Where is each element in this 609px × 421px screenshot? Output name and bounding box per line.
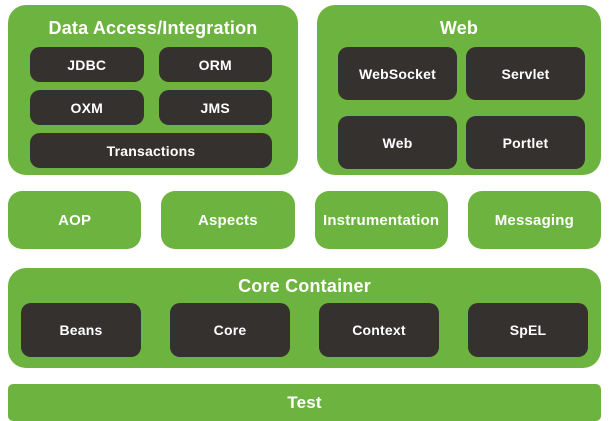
module-messaging: Messaging [467,191,601,249]
module-instrumentation: Instrumentation [314,191,448,249]
module-websocket: WebSocket [338,47,457,100]
web-modules-grid: WebSocket Servlet Web Portlet [317,47,601,169]
data-access-modules-grid: JDBC ORM OXM JMS Transactions [8,47,298,168]
module-context: Context [319,303,439,357]
module-jdbc: JDBC [30,47,144,82]
top-panels-row: Data Access/Integration JDBC ORM OXM JMS… [8,5,601,175]
section-core-container: Core Container Beans Core Context SpEL [8,268,601,368]
section-title: Web [439,18,479,38]
module-jms: JMS [158,90,272,125]
module-aop: AOP [8,191,142,249]
section-test: Test [8,384,601,421]
module-servlet: Servlet [466,47,585,100]
section-title: Data Access/Integration [48,18,258,38]
section-data-access-integration: Data Access/Integration JDBC ORM OXM JMS… [8,5,298,175]
module-transactions: Transactions [30,133,272,168]
section-web: Web WebSocket Servlet Web Portlet [317,5,601,175]
section-title: Core Container [238,276,371,296]
middle-modules-row: AOP Aspects Instrumentation Messaging [8,191,601,249]
module-orm: ORM [158,47,272,82]
module-beans: Beans [21,303,141,357]
core-modules-grid: Beans Core Context SpEL [8,303,601,357]
module-web: Web [338,116,457,169]
module-core: Core [170,303,290,357]
module-spel: SpEL [468,303,588,357]
module-aspects: Aspects [161,191,295,249]
module-portlet: Portlet [466,116,585,169]
module-oxm: OXM [30,90,144,125]
